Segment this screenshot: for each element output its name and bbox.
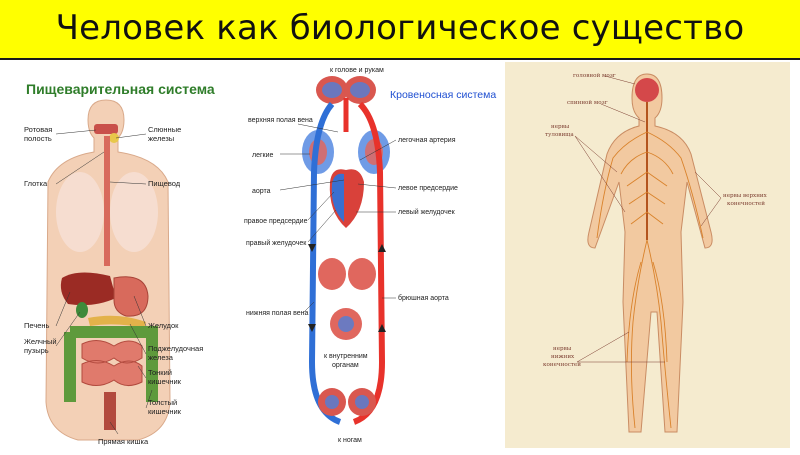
label-pulm-artery: легочная артерия [398,137,456,144]
circulatory-system-panel: Кровеносная система к голове и рукам к н… [240,62,498,448]
label-gallbladder-1: Желчный [24,337,57,346]
label-large-intestine-2: кишечник [148,407,182,416]
label-small-intestine-2: кишечник [148,377,182,386]
label-brain: головной мозг [573,73,616,79]
gallbladder [76,302,88,318]
label-pancreas-1: Поджелудочная [148,344,203,353]
mouth-cavity [94,124,118,134]
label-aorta: аорта [252,188,271,195]
label-stomach: Желудок [148,321,179,330]
capillary-legs [318,388,376,416]
label-right-atrium: правое предсердие [244,218,308,225]
label-ivc: нижняя полая вена [246,310,308,317]
label-right-ventricle: правый желудочек [246,239,307,247]
label-trunk-1: нервы [551,124,570,130]
nervous-diagram: головной мозг спинной мозг нервы туловищ… [505,62,790,448]
digestive-diagram: Пищеварительная система [18,72,223,450]
title-bar: Человек как биологическое существо [0,0,800,60]
label-left-atrium: левое предсердие [398,185,458,192]
label-internal-2: органам [332,362,359,369]
label-to-legs: к ногам [338,437,362,444]
label-large-intestine-1: Толстый [148,398,177,407]
label-liver: Печень [24,321,50,330]
label-abd-aorta: брюшная аорта [398,294,449,302]
label-small-intestine-1: Тонкий [148,368,172,377]
circulatory-diagram: Кровеносная система к голове и рукам к н… [240,62,498,448]
stomach [114,277,148,316]
label-lower-2: нижних [551,354,575,360]
label-salivary-1: Слюнные [148,125,181,134]
digestive-heading: Пищеварительная система [26,81,215,97]
label-left-ventricle: левый желудочек [398,208,456,216]
label-svc: верхняя полая вена [248,117,313,124]
capillary-internal-organs [318,258,376,340]
label-upper-1: нервы верхних [723,193,768,199]
label-lower-3: конечностей [543,362,581,368]
label-esophagus: Пищевод [148,179,181,188]
label-to-head: к голове и рукам [330,67,384,74]
label-salivary-2: железы [148,134,174,143]
label-upper-2: конечностей [727,201,765,207]
slide-title: Человек как биологическое существо [0,8,800,48]
label-lower-1: нервы [553,346,572,352]
label-mouth-2: полость [24,134,52,143]
capillary-head-right [344,76,376,104]
brain [635,78,659,102]
label-spinal: спинной мозг [567,100,608,106]
liver [61,272,116,305]
label-pancreas-2: железа [148,353,174,362]
capillary-head-left [316,76,348,104]
rectum [104,392,116,430]
nervous-system-panel: головной мозг спинной мозг нервы туловищ… [505,62,790,448]
label-lungs: легкие [252,152,274,159]
digestive-system-panel: Пищеварительная система [18,72,223,450]
heart [330,169,364,228]
label-gallbladder-2: пузырь [24,346,49,355]
label-mouth-1: Ротовая [24,125,52,134]
label-internal-1: к внутренним [324,353,368,360]
lung-left [56,172,104,252]
label-throat: Глотка [24,179,48,188]
label-rectum: Прямая кишка [98,437,149,446]
circulatory-heading: Кровеносная система [390,89,496,101]
label-trunk-2: туловища [545,132,574,138]
esophagus [104,136,110,266]
